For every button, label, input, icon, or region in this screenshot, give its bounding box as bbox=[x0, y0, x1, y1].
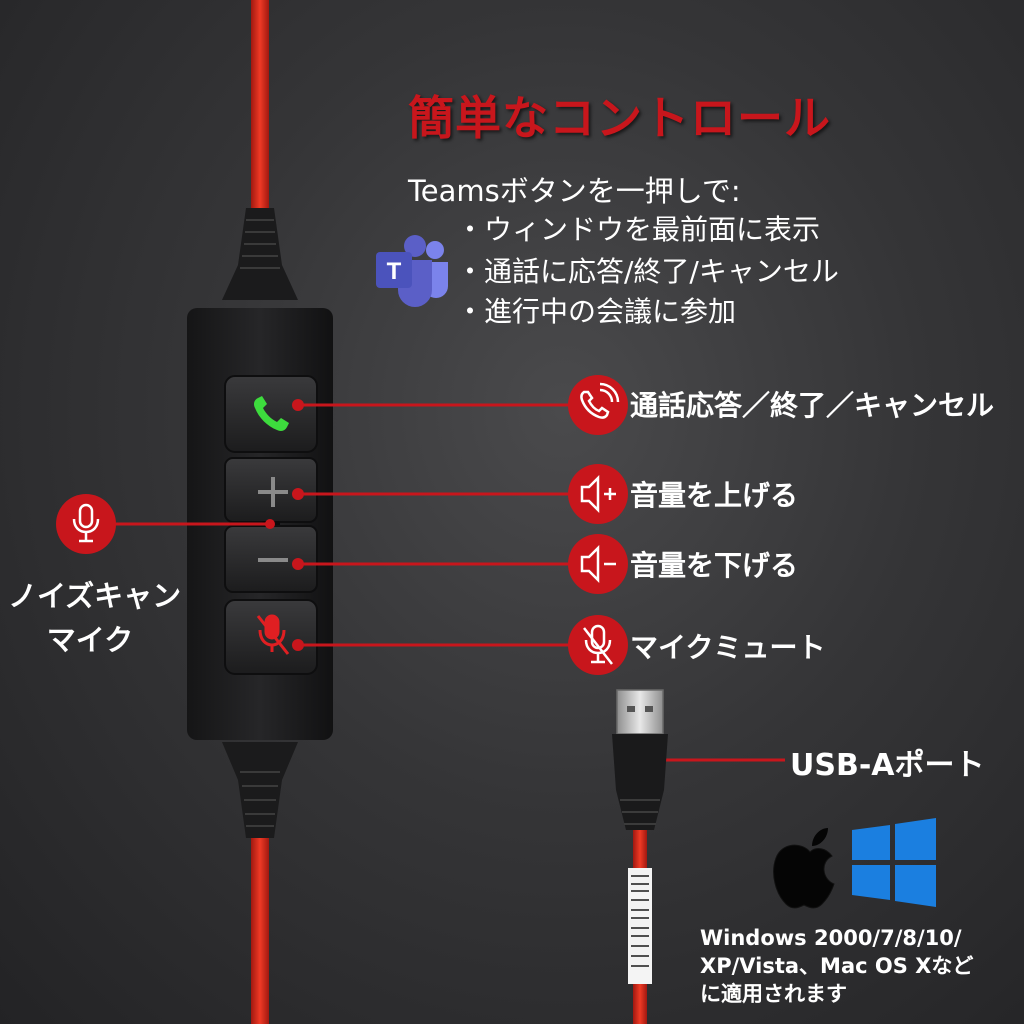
callout-badge-mic bbox=[56, 494, 116, 554]
mute-button[interactable] bbox=[224, 599, 318, 675]
apple-logo bbox=[773, 828, 835, 909]
mic-muted-icon bbox=[256, 614, 290, 655]
svg-text:T: T bbox=[387, 258, 402, 285]
callout-badge-volume-up bbox=[568, 464, 628, 524]
plus-icon bbox=[258, 477, 288, 507]
volume-up-icon bbox=[580, 474, 616, 514]
callout-badge-volume-down bbox=[568, 534, 628, 594]
callout-badge-mute bbox=[568, 615, 628, 675]
phone-ring-icon bbox=[580, 390, 610, 419]
callout-lines bbox=[112, 403, 785, 762]
volume-down-button[interactable] bbox=[224, 525, 318, 593]
teams-heading: Teamsボタンを一押しで: bbox=[408, 174, 741, 208]
cable-barcode-label bbox=[631, 875, 649, 967]
compatibility-text: Windows 2000/7/8/10/ XP/Vista、Mac OS Xなど… bbox=[700, 924, 1016, 1008]
cable bbox=[251, 0, 269, 1024]
callout-label-noise-cancel: ノイズキャン マイク bbox=[8, 574, 182, 662]
windows-logo bbox=[852, 818, 936, 907]
callout-label-mic-mute: マイクミュート bbox=[630, 631, 826, 664]
volume-up-button[interactable] bbox=[224, 457, 318, 523]
callout-label-volume-up: 音量を上げる bbox=[630, 479, 799, 512]
callout-badge-call bbox=[568, 375, 628, 435]
usb-a-plug bbox=[612, 689, 668, 1024]
mic-icon bbox=[72, 503, 100, 543]
callout-label-volume-down: 音量を下げる bbox=[630, 549, 799, 582]
teams-logo: T bbox=[376, 235, 448, 307]
compatibility-line3: に適用されます bbox=[700, 982, 847, 1006]
strain-relief-bottom bbox=[222, 742, 298, 838]
phone-icon bbox=[254, 396, 289, 431]
teams-bullet-meeting: ・進行中の会議に参加 bbox=[456, 295, 737, 328]
compatibility-line2: XP/Vista、Mac OS Xなど bbox=[700, 954, 974, 978]
teams-bullet-window: ・ウィンドウを最前面に表示 bbox=[456, 213, 821, 246]
volume-down-icon bbox=[580, 544, 616, 584]
callout-label-usb: USB-Aポート bbox=[790, 748, 985, 783]
teams-bullet-call: ・通話に応答/終了/キャンセル bbox=[456, 255, 839, 288]
compatibility-line1: Windows 2000/7/8/10/ bbox=[700, 926, 962, 950]
callout-label-call: 通話応答／終了／キャンセル bbox=[630, 389, 995, 422]
noise-cancel-line2: マイク bbox=[46, 623, 134, 657]
page-title: 簡単なコントロール bbox=[408, 91, 831, 145]
strain-relief-top bbox=[222, 208, 298, 300]
mic-off-icon bbox=[583, 624, 613, 665]
call-button[interactable] bbox=[224, 375, 318, 453]
noise-cancel-line1: ノイズキャン bbox=[8, 579, 182, 613]
